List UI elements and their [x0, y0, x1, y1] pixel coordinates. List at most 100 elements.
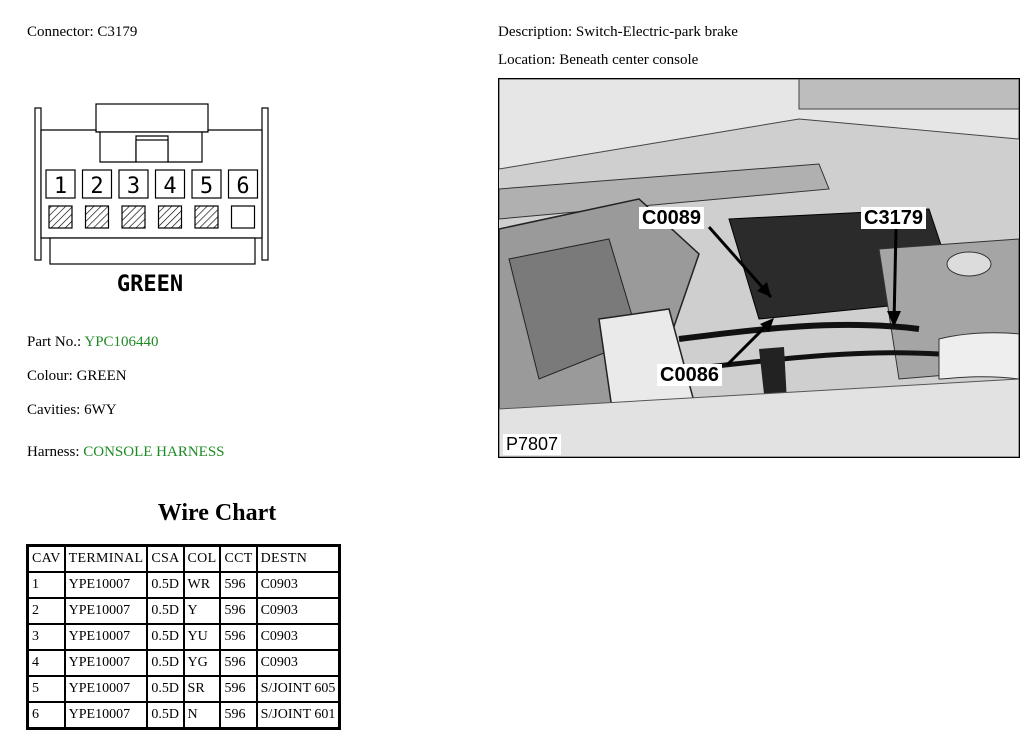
table-cell: YG: [184, 651, 220, 675]
pin-number-box: [118, 169, 149, 199]
connector-label: Connector:: [27, 24, 94, 40]
table-cell: YPE10007: [65, 703, 147, 727]
pin-number-box: [227, 169, 259, 199]
column-header: DESTN: [257, 547, 339, 571]
table-cell: SR: [184, 677, 220, 701]
pin-number: 6: [236, 174, 249, 199]
pin-number-box: [45, 169, 76, 199]
pin-number-box: [154, 169, 186, 199]
pin-number: 5: [200, 174, 213, 199]
connector-colour-marking: GREEN: [117, 272, 183, 297]
callout-c0089: C0089: [639, 207, 704, 229]
table-cell: S/JOINT 601: [257, 703, 339, 727]
table-cell: 3: [29, 625, 64, 649]
table-cell: 6: [29, 703, 64, 727]
part-no-line: Part No.: YPC106440: [27, 334, 159, 351]
cavity-populated: [48, 205, 73, 229]
table-cell: 0.5D: [148, 573, 183, 597]
callout-c0086: C0086: [657, 364, 722, 386]
colour-value: GREEN: [76, 368, 127, 384]
photo-reference: P7807: [503, 434, 562, 455]
callout-c3179: C3179: [861, 207, 926, 229]
table-cell: YPE10007: [65, 599, 147, 623]
part-no-label: Part No.:: [27, 334, 82, 350]
connector-left-rail: [34, 107, 42, 261]
cavity-populated: [121, 205, 146, 229]
table-cell: 596: [221, 573, 256, 597]
cavity-populated: [194, 205, 219, 229]
table-cell: 596: [221, 677, 256, 701]
cavities-line: Cavities: 6WY: [27, 402, 117, 419]
column-header: CAV: [29, 547, 64, 571]
wire-chart-title: Wire Chart: [157, 500, 277, 526]
connector-key-slot: [135, 139, 169, 163]
table-cell: 2: [29, 599, 64, 623]
pin-number-box: [191, 169, 222, 199]
table-cell: 596: [221, 599, 256, 623]
table-cell: N: [184, 703, 220, 727]
table-cell: C0903: [257, 573, 339, 597]
table-cell: Y: [184, 599, 220, 623]
pin-number: 1: [54, 174, 67, 199]
table-cell: 0.5D: [148, 651, 183, 675]
connector-id: C3179: [97, 24, 138, 40]
table-cell: 596: [221, 625, 256, 649]
pin-number: 2: [90, 174, 103, 199]
column-header: COL: [184, 547, 220, 571]
colour-label: Colour:: [27, 368, 73, 384]
cavity-populated: [84, 205, 110, 229]
location-label: Location:: [498, 52, 556, 68]
table-cell: 0.5D: [148, 703, 183, 727]
table-cell: YPE10007: [65, 573, 147, 597]
table-cell: C0903: [257, 651, 339, 675]
column-header: TERMINAL: [65, 547, 147, 571]
connector-base: [49, 237, 256, 265]
cavities-value: 6WY: [84, 402, 117, 418]
pin-number-box: [81, 169, 113, 199]
connector-key: [99, 132, 203, 163]
description-value: Switch-Electric-park brake: [575, 24, 738, 40]
table-cell: 1: [29, 573, 64, 597]
location-value: Beneath center console: [559, 52, 699, 68]
pin-number: 3: [127, 174, 140, 199]
table-cell: YU: [184, 625, 220, 649]
location-photo: C0089 C3179 C0086 P7807: [498, 78, 1020, 458]
table-cell: 4: [29, 651, 64, 675]
table-cell: 5: [29, 677, 64, 701]
cavity-empty: [230, 205, 256, 229]
cavities-label: Cavities:: [27, 402, 81, 418]
colour-line: Colour: GREEN: [27, 368, 127, 385]
column-header: CSA: [148, 547, 183, 571]
table-cell: YPE10007: [65, 625, 147, 649]
description-label: Description:: [498, 24, 573, 40]
table-cell: 0.5D: [148, 625, 183, 649]
pin-number: 4: [163, 174, 176, 199]
table-cell: YPE10007: [65, 651, 147, 675]
table-cell: 596: [221, 703, 256, 727]
table-cell: S/JOINT 605: [257, 677, 339, 701]
location-line: Location: Beneath center console: [498, 52, 698, 69]
connector-id-line: Connector: C3179: [27, 24, 137, 41]
cavity-populated: [157, 205, 183, 229]
table-cell: C0903: [257, 625, 339, 649]
column-header: CCT: [221, 547, 256, 571]
table-cell: 596: [221, 651, 256, 675]
table-cell: WR: [184, 573, 220, 597]
table-cell: 0.5D: [148, 599, 183, 623]
table-cell: 0.5D: [148, 677, 183, 701]
table-cell: C0903: [257, 599, 339, 623]
description-line: Description: Switch-Electric-park brake: [498, 24, 738, 41]
harness-value: CONSOLE HARNESS: [83, 444, 225, 460]
harness-label: Harness:: [27, 444, 80, 460]
